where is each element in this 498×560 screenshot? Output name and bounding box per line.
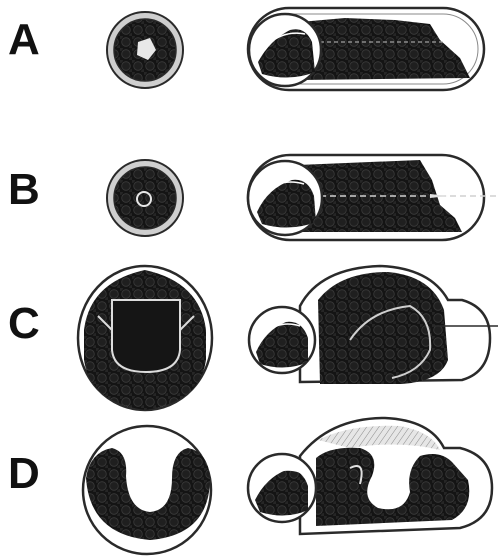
row-c-longitudinal-section [249, 266, 498, 384]
row-a [107, 8, 484, 90]
row-b [107, 155, 498, 240]
row-a-longitudinal-section [248, 8, 484, 90]
row-c-cross-section [78, 266, 212, 410]
row-d-longitudinal-section [248, 418, 492, 534]
row-a-cross-section [107, 12, 183, 88]
row-d-cross-section [83, 426, 211, 554]
row-d [83, 418, 492, 554]
row-b-longitudinal-section [248, 155, 498, 240]
row-b-cross-section [107, 160, 183, 236]
row-c [78, 266, 498, 410]
row-c-cavity [112, 300, 180, 372]
